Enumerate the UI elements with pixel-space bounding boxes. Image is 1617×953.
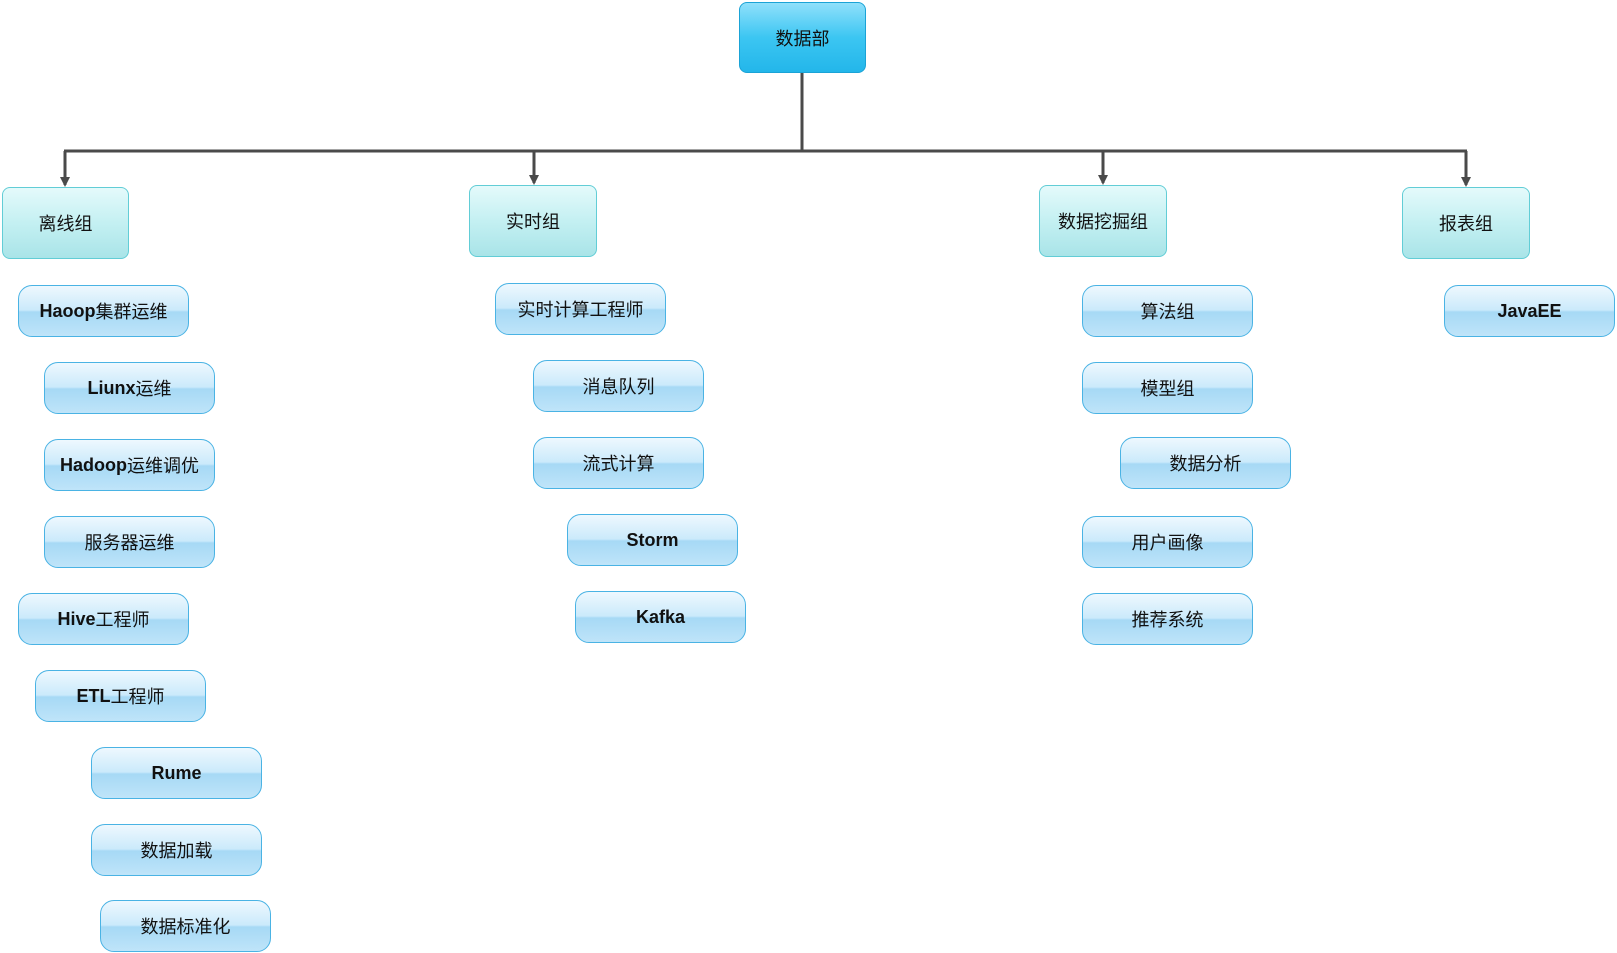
group-label: 实时组 <box>506 212 560 233</box>
leaf-label-text: 运维调优 <box>127 456 199 477</box>
group-label: 离线组 <box>38 214 93 235</box>
leaf-label-bold: ETL <box>76 685 111 706</box>
leaf-label-text: 数据加载 <box>140 841 213 862</box>
leaf-node-mining: 数据分析 <box>1120 437 1291 489</box>
leaf-label-text: 模型组 <box>1140 379 1195 400</box>
leaf-node-realtime: Storm <box>567 514 738 566</box>
leaf-node-realtime: 消息队列 <box>533 360 704 412</box>
group-node-report: 报表组 <box>1402 187 1530 259</box>
leaf-node-realtime: 流式计算 <box>533 437 704 489</box>
leaf-node-mining: 推荐系统 <box>1082 593 1253 645</box>
leaf-label-text: 运维 <box>135 379 172 400</box>
leaf-label-bold: Kafka <box>635 606 686 627</box>
group-node-realtime: 实时组 <box>469 185 597 257</box>
leaf-label-text: 数据标准化 <box>140 917 231 938</box>
leaf-label-text: 集群运维 <box>95 302 168 323</box>
leaf-label-text: 数据分析 <box>1169 454 1242 475</box>
leaf-label-text: 推荐系统 <box>1131 610 1204 631</box>
leaf-label-text: 工程师 <box>95 610 150 631</box>
leaf-label-text: 算法组 <box>1140 302 1195 323</box>
leaf-label-text: 服务器运维 <box>84 533 175 554</box>
leaf-node-mining: 用户画像 <box>1082 516 1253 568</box>
root-node-data-dept: 数据部 <box>739 2 866 73</box>
leaf-node-mining: 模型组 <box>1082 362 1253 414</box>
group-label: 数据挖掘组 <box>1058 212 1148 233</box>
leaf-label-text: 实时计算工程师 <box>517 300 644 321</box>
leaf-label-bold: Rume <box>151 762 202 783</box>
leaf-node-offline: 数据加载 <box>91 824 262 876</box>
leaf-node-realtime: 实时计算工程师 <box>495 283 666 335</box>
group-label: 报表组 <box>1439 214 1493 235</box>
leaf-label-bold: Liunx <box>87 377 136 398</box>
leaf-label-bold: Haoop <box>39 300 96 321</box>
group-node-data-mining: 数据挖掘组 <box>1039 185 1167 257</box>
leaf-node-offline: 数据标准化 <box>100 900 271 952</box>
leaf-node-offline: 服务器运维 <box>44 516 215 568</box>
group-node-offline: 离线组 <box>2 187 129 259</box>
leaf-label-text: 用户画像 <box>1131 533 1204 554</box>
leaf-label-text: 消息队列 <box>582 377 655 398</box>
leaf-label-text: 流式计算 <box>582 454 655 475</box>
root-label: 数据部 <box>775 28 830 50</box>
leaf-label-bold: Storm <box>626 529 679 550</box>
leaf-label-bold: Hive <box>57 608 96 629</box>
leaf-label-text: 工程师 <box>110 687 165 708</box>
leaf-label-bold: JavaEE <box>1497 300 1562 321</box>
leaf-label-bold: Hadoop <box>60 454 127 475</box>
leaf-node-realtime: Kafka <box>575 591 746 643</box>
leaf-node-mining: 算法组 <box>1082 285 1253 337</box>
leaf-node-report: JavaEE <box>1444 285 1615 337</box>
leaf-node-offline: Rume <box>91 747 262 799</box>
